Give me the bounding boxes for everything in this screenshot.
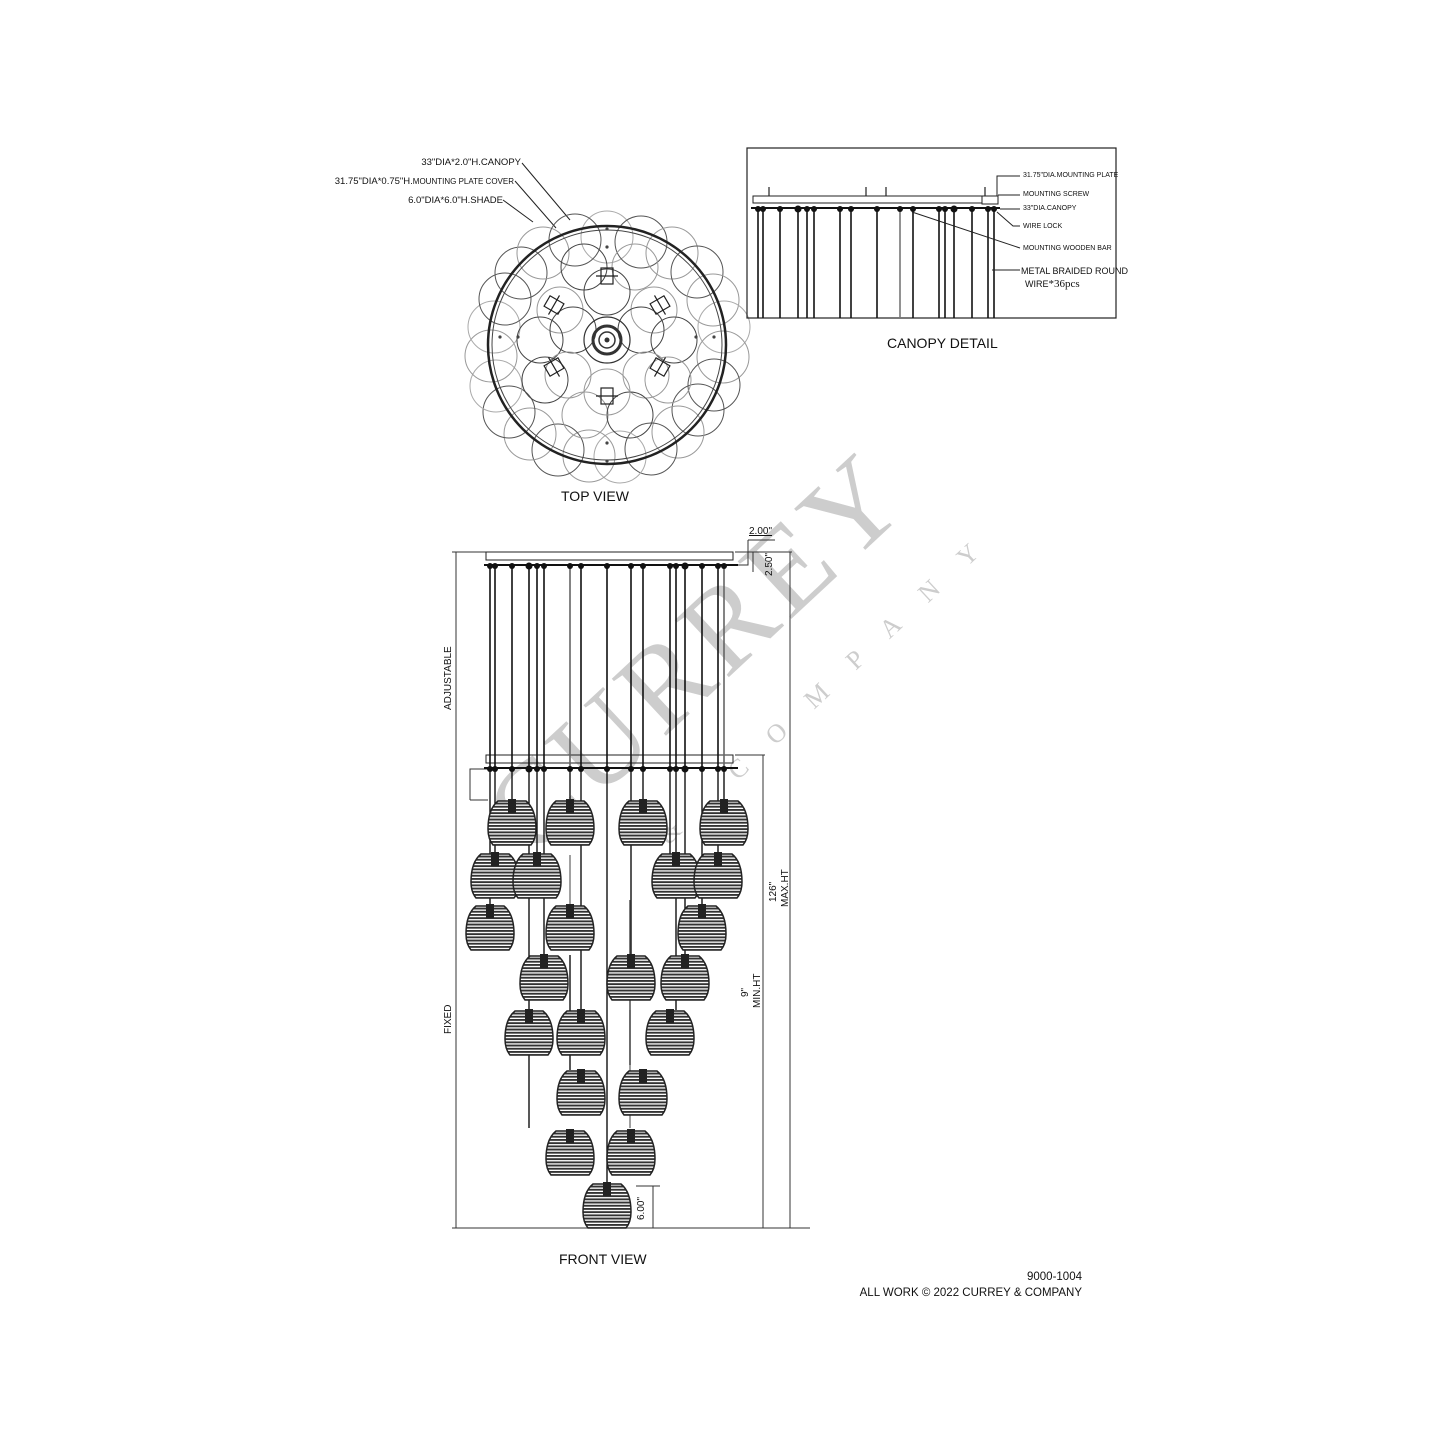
dim-canopy-width: 2.00" [749,526,773,537]
callout-mounting-screw: MOUNTING SCREW [1023,191,1090,198]
callout-mounting-plate-cover: 31.75"DIA*0.75"H.MOUNTING PLATE COVER [335,176,514,187]
callout-braided-wire: METAL BRAIDED ROUND [1021,266,1129,276]
front-view-title: FRONT VIEW [559,1251,647,1267]
callout-wooden-bar: MOUNTING WOODEN BAR [1023,245,1112,252]
dim-canopy-height: 2.50" [764,552,775,576]
top-view-title: TOP VIEW [561,488,629,504]
part-number: 9000-1004 [1027,1271,1082,1283]
callout-canopy-dia: 33"DIA.CANOPY [1023,205,1077,212]
front-view-drawing [452,539,810,1229]
dim-max-label: MAX.HT [780,869,791,907]
dim-min-label: MIN.HT [752,973,763,1008]
copyright: ALL WORK © 2022 CURREY & COMPANY [859,1287,1082,1299]
canopy-detail-title: CANOPY DETAIL [887,335,998,351]
callout-shade: 6.0"DIA*6.0"H.SHADE [408,195,503,206]
top-view-drawing [464,162,751,484]
dim-max-value: 126" [768,881,779,902]
canopy-detail-drawing [746,147,1117,319]
callout-mounting-plate-cover-label: MOUNTING PLATE COVER [412,177,514,186]
dim-adjustable: ADJUSTABLE [443,646,454,710]
callout-wire-count: WIRE*36pcs [1025,278,1080,290]
wire-count: *36pcs [1048,278,1080,290]
callout-wire-lock: WIRE LOCK [1023,223,1063,230]
callout-canopy: 33"DIA*2.0"H.CANOPY [421,157,521,168]
callout-mounting-plate: 31.75"DIA.MOUNTING PLATE [1023,172,1119,179]
callout-mounting-plate-cover-dims: 31.75"DIA*0.75"H. [334,176,413,187]
dim-fixed: FIXED [443,1004,454,1034]
wire-label: WIRE [1025,279,1049,289]
dim-min-value: 9" [740,987,751,997]
dim-shade-height: 6.00" [636,1196,647,1220]
